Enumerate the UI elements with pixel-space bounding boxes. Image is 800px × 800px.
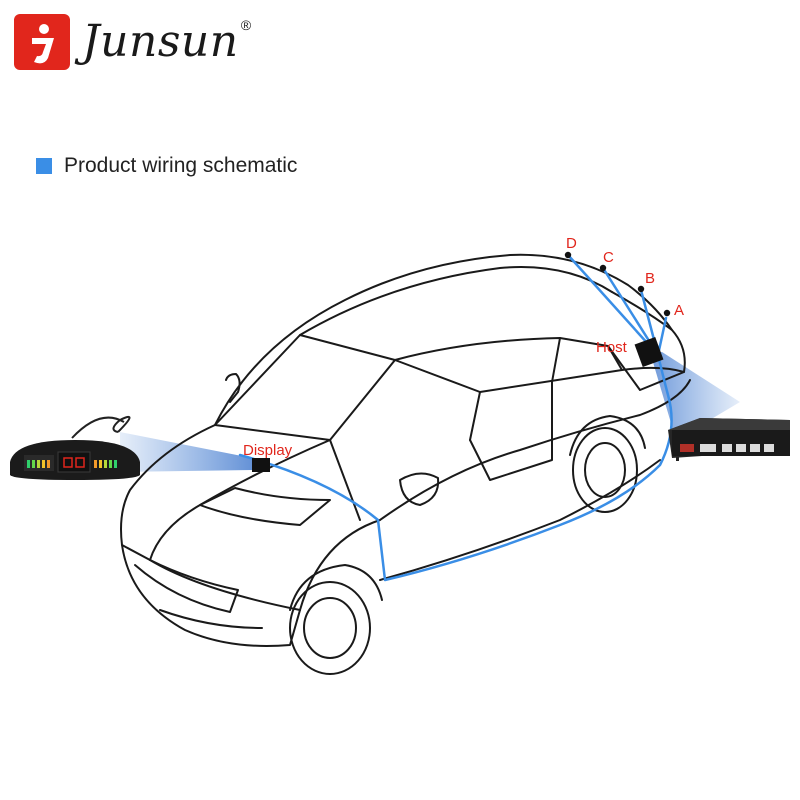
host-mount bbox=[634, 336, 664, 368]
registered-mark: ® bbox=[240, 17, 252, 33]
host-label: Host bbox=[596, 339, 628, 356]
sensor-label-a: A bbox=[674, 302, 684, 319]
brand-name: Junsun® bbox=[82, 16, 252, 67]
display-mount bbox=[252, 458, 270, 472]
sensor-label-b: B bbox=[645, 270, 655, 287]
section-bullet-icon bbox=[36, 158, 52, 174]
section-heading: Product wiring schematic bbox=[36, 154, 297, 178]
wiring bbox=[238, 253, 673, 582]
display-projection bbox=[120, 432, 252, 472]
brand-logo: Junsun® bbox=[14, 14, 251, 70]
section-title: Product wiring schematic bbox=[64, 154, 298, 177]
sensor-label-c: C bbox=[603, 249, 614, 266]
car-outline bbox=[120, 253, 691, 675]
sensor-points bbox=[564, 251, 671, 317]
junsun-logo-icon bbox=[14, 14, 70, 70]
sensor-label-d: D bbox=[566, 235, 577, 252]
display-label: Display bbox=[243, 442, 293, 459]
display-unit bbox=[10, 416, 140, 480]
host-unit bbox=[668, 418, 790, 461]
